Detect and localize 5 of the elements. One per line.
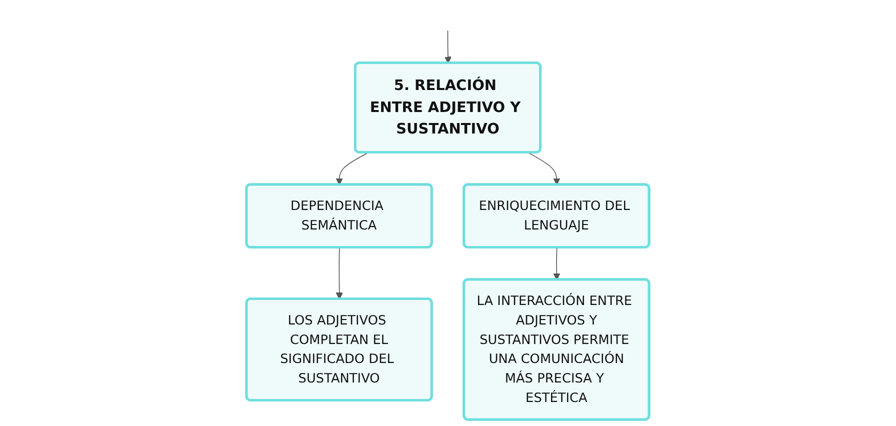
arrow: [528, 152, 560, 186]
arrow: [336, 247, 344, 300]
arrow: [336, 152, 369, 186]
arrow: [444, 30, 452, 64]
arrow: [553, 247, 560, 280]
